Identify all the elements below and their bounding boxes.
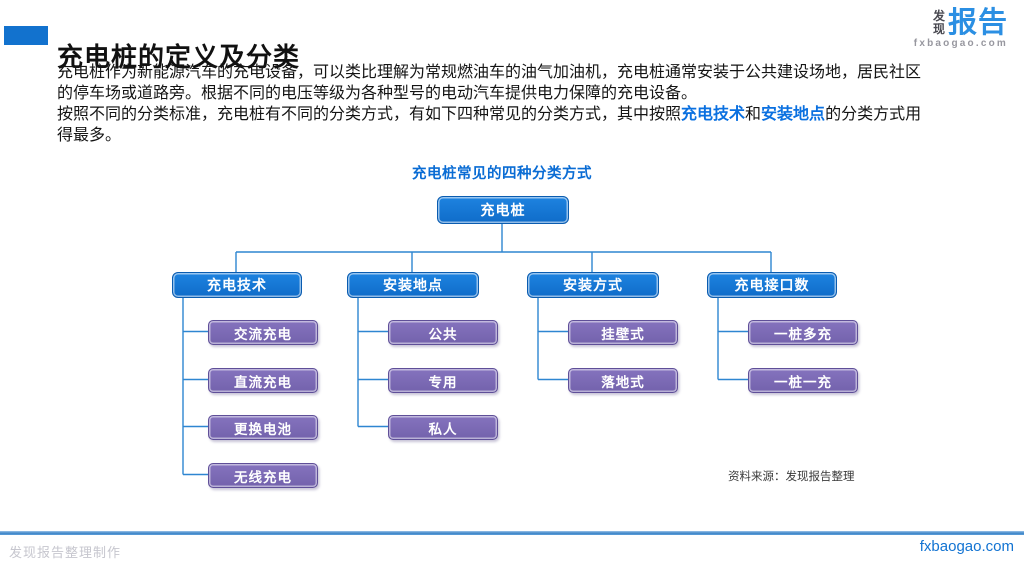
logo-wordmark: 报告 xyxy=(947,7,1008,39)
tree-node-leaf: 专用 xyxy=(388,368,498,393)
tree-node-branch: 充电接口数 xyxy=(707,272,837,298)
brand-logo: 发 现 报告 fxbaogao.com xyxy=(890,7,1008,50)
tree-node-leaf: 私人 xyxy=(388,415,498,440)
footer-divider xyxy=(0,531,1024,535)
term-charging-technology: 充电技术 xyxy=(681,106,746,123)
tree-node-leaf: 交流充电 xyxy=(208,320,318,345)
classification-paragraph: 按照不同的分类标准，充电桩有不同的分类方式，有如下四种常见的分类方式，其中按照充… xyxy=(57,106,922,144)
tree-node-branch: 安装方式 xyxy=(527,272,659,298)
tree-node-leaf: 挂壁式 xyxy=(568,320,678,345)
logo-domain-text: fxbaogao.com xyxy=(913,38,1008,49)
tree-node-leaf: 一桩多充 xyxy=(748,320,858,345)
body-text: 充电桩作为新能源汽车的充电设备，可以类比理解为常规燃油车的油气加油机，充电桩通常… xyxy=(57,62,929,146)
term-install-location: 安装地点 xyxy=(761,106,826,123)
intro-paragraph: 充电桩作为新能源汽车的充电设备，可以类比理解为常规燃油车的油气加油机，充电桩通常… xyxy=(57,64,922,102)
tree-node-leaf: 落地式 xyxy=(568,368,678,393)
title-accent-bar xyxy=(4,26,48,45)
tree-node-branch: 安装地点 xyxy=(347,272,479,298)
page-title: 充电桩的定义及分类 xyxy=(57,42,301,73)
footer-credit: 发现报告整理制作 xyxy=(9,545,122,560)
diagram-title: 充电桩常见的四种分类方式 xyxy=(412,166,592,182)
tree-node-leaf: 直流充电 xyxy=(208,368,318,393)
tree-node-leaf: 更换电池 xyxy=(208,415,318,440)
logo-stacked-chars: 发 现 xyxy=(932,9,945,36)
tree-node-leaf: 一桩一充 xyxy=(748,368,858,393)
source-note: 资料来源：发现报告整理 xyxy=(728,471,855,483)
tree-node-branch: 充电技术 xyxy=(172,272,302,298)
tree-node-leaf: 无线充电 xyxy=(208,463,318,488)
footer-link[interactable]: fxbaogao.com xyxy=(919,538,1014,555)
tree-node-leaf: 公共 xyxy=(388,320,498,345)
tree-node-root: 充电桩 xyxy=(437,196,569,224)
